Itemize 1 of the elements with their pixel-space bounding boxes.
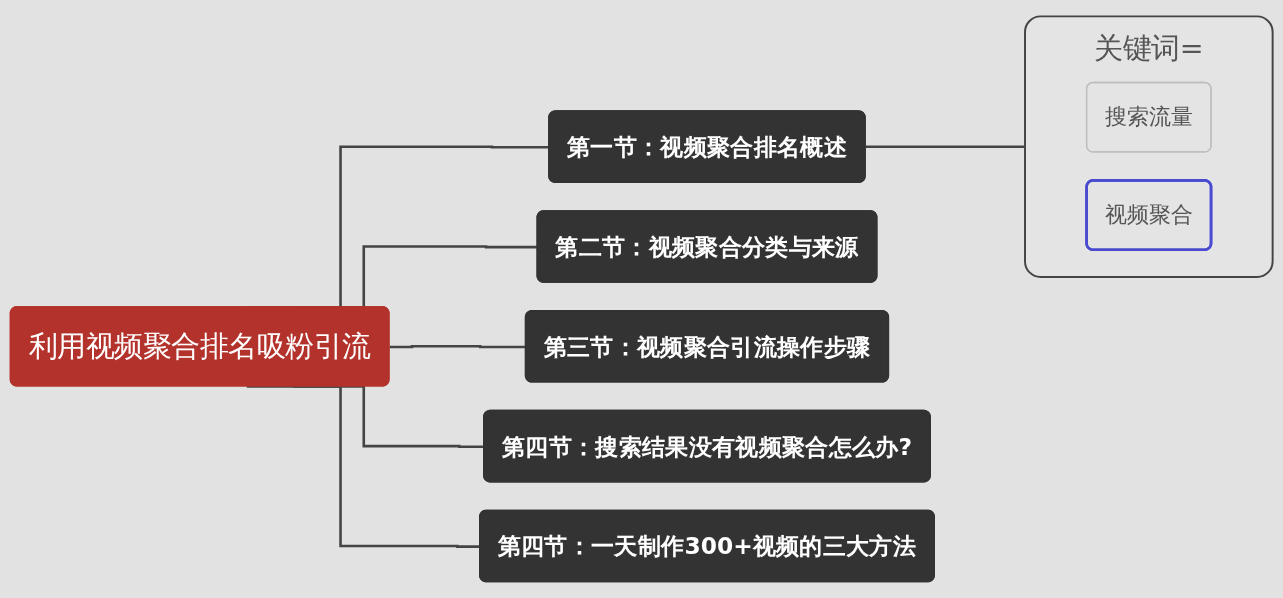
connector [865,145,1025,148]
